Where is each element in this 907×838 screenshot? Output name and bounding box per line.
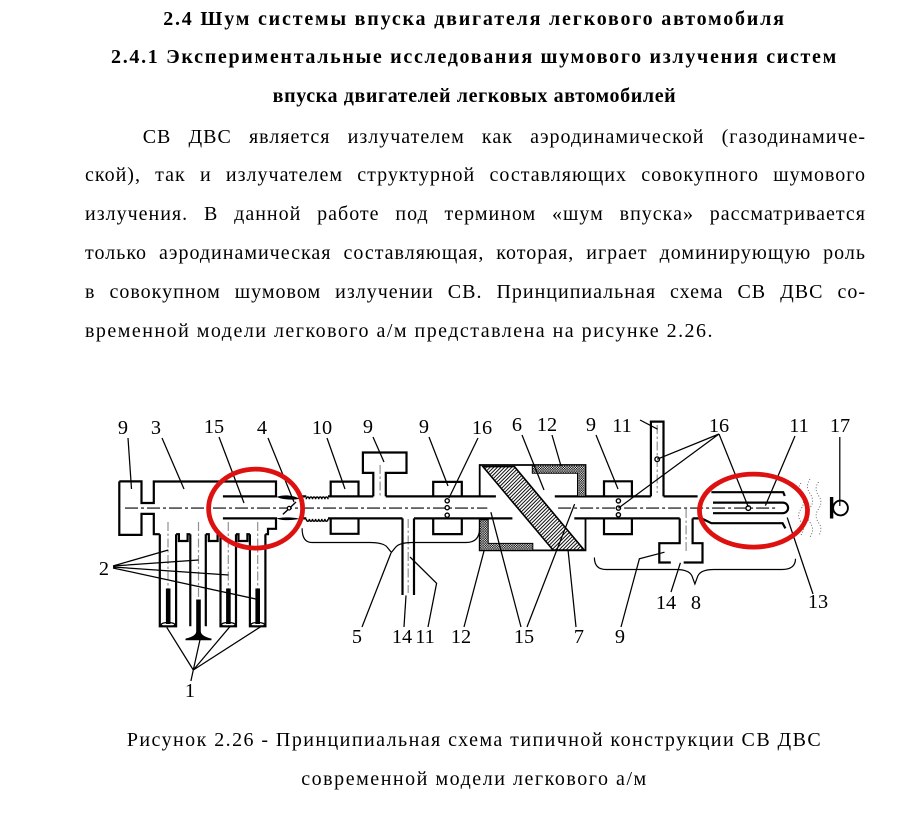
svg-text:15: 15 [514,626,534,648]
svg-text:12: 12 [451,626,471,648]
svg-text:10: 10 [312,417,332,439]
svg-text:11: 11 [789,415,809,437]
svg-text:9: 9 [118,417,128,439]
svg-text:17: 17 [830,415,850,437]
svg-text:8: 8 [691,592,701,614]
svg-text:9: 9 [419,416,429,438]
svg-text:5: 5 [352,626,362,648]
svg-text:14: 14 [392,626,412,648]
svg-text:9: 9 [586,414,596,436]
svg-text:11: 11 [415,626,435,648]
svg-text:4: 4 [257,417,267,439]
svg-text:16: 16 [472,417,492,439]
svg-text:1: 1 [185,680,195,702]
svg-text:15: 15 [204,416,224,438]
svg-text:12: 12 [537,414,557,436]
svg-text:3: 3 [151,417,161,439]
svg-text:16: 16 [709,415,729,437]
svg-text:2: 2 [99,558,109,580]
svg-text:11: 11 [612,415,632,437]
svg-text:7: 7 [574,626,584,648]
svg-text:14: 14 [656,592,676,614]
svg-text:13: 13 [808,591,828,613]
svg-text:9: 9 [615,626,625,648]
svg-text:9: 9 [363,416,373,438]
svg-text:6: 6 [512,414,522,436]
